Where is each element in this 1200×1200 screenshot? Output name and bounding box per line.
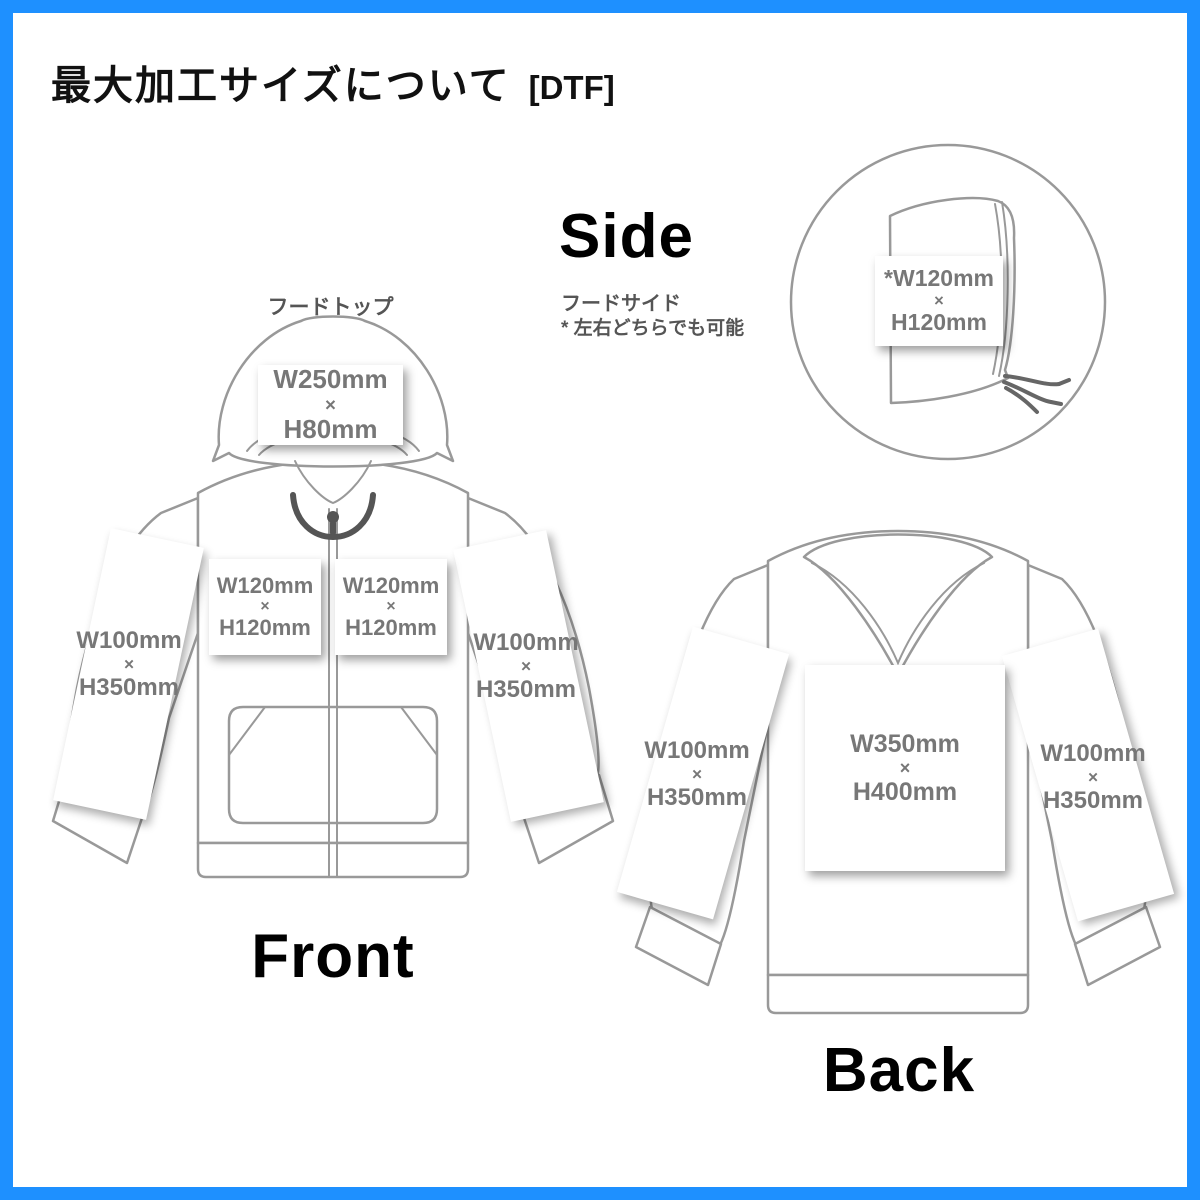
size-width: W120mm [216, 572, 314, 598]
size-separator: × [386, 598, 396, 616]
size-height: H80mm [283, 414, 378, 445]
back-view-label: Back [822, 1036, 976, 1105]
back-right-sleeve-size: W100mm × H350mm [1018, 740, 1168, 815]
front-hood-caption: フードトップ [267, 296, 394, 319]
size-height: H120mm [219, 614, 311, 640]
front-chest-right-size-box: W120mm × H120mm [335, 559, 447, 655]
size-width: W250mm [273, 364, 388, 395]
side-view-label: Side [559, 202, 694, 271]
page-title-text: 最大加工サイズについて [51, 64, 511, 108]
front-left-sleeve-size: W100mm × H350mm [54, 627, 204, 702]
size-width: *W120mm [884, 264, 994, 291]
size-height: H350mm [646, 784, 748, 812]
side-caption-line2: * 左右どちらでも可能 [561, 318, 745, 339]
size-width: W100mm [76, 627, 182, 654]
front-chest-left-size-box: W120mm × H120mm [209, 559, 321, 655]
size-separator: × [325, 393, 336, 415]
size-width: W100mm [473, 629, 579, 656]
front-drawstring-cord [290, 492, 376, 540]
front-right-sleeve-size: W100mm × H350mm [451, 629, 601, 704]
front-pocket [227, 705, 439, 825]
size-height: H120mm [891, 309, 987, 336]
size-height: H350mm [1042, 787, 1144, 815]
front-view-label: Front [251, 922, 415, 991]
side-drawstrings [1002, 374, 1071, 414]
back-body-size-box: W350mm × H400mm [805, 665, 1005, 871]
size-separator: × [934, 290, 944, 310]
side-hood-size-box: *W120mm × H120mm [875, 256, 1003, 346]
size-width: W120mm [342, 572, 440, 598]
size-separator: × [1087, 766, 1099, 787]
front-zipper-pull [327, 511, 339, 535]
front-hood-size-box: W250mm × H80mm [258, 365, 403, 445]
side-caption-line1: フードサイド [561, 293, 681, 315]
size-height: H350mm [78, 674, 180, 702]
size-width: W100mm [644, 737, 750, 764]
size-separator: × [520, 655, 532, 676]
size-width: W350mm [850, 729, 960, 758]
size-separator: × [691, 763, 703, 784]
size-height: H400mm [852, 778, 958, 807]
size-separator: × [123, 653, 135, 674]
size-height: H350mm [475, 676, 577, 704]
page-title: 最大加工サイズについて [DTF] [51, 53, 615, 111]
page-title-tag: [DTF] [528, 69, 615, 106]
size-separator: × [260, 598, 270, 616]
back-hood [802, 533, 994, 677]
size-width: W100mm [1040, 740, 1146, 767]
size-height: H120mm [345, 614, 437, 640]
size-separator: × [899, 757, 911, 778]
back-left-sleeve-size: W100mm × H350mm [622, 737, 772, 812]
